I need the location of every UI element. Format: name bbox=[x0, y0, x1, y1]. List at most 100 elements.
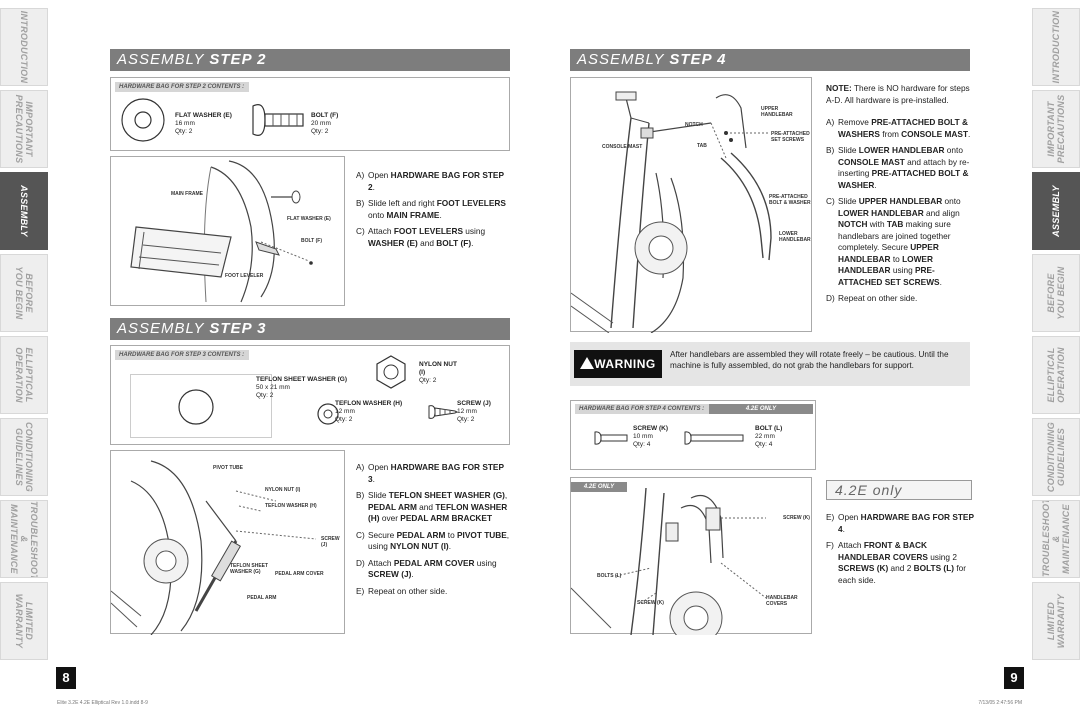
part-bolt-l: BOLT (L) 22 mm Qty: 4 bbox=[755, 425, 782, 449]
label-screw-k-2: SCREW (K) bbox=[637, 600, 664, 606]
instruction-text: . bbox=[939, 276, 942, 287]
instruction-text: Attach bbox=[368, 557, 394, 568]
instruction-text: and 2 bbox=[888, 563, 914, 573]
instruction-bold: PEDAL ARM COVER bbox=[393, 557, 475, 568]
tab-limited-warranty[interactable]: LIMITED WARRANTY bbox=[0, 582, 48, 660]
step3-hardware-panel: HARDWARE BAG FOR STEP 3 CONTENTS : TEFLO… bbox=[110, 345, 510, 445]
tab-label: ASSEMBLY bbox=[19, 185, 29, 237]
model-heading: 4.2E only bbox=[826, 480, 972, 500]
label-teflon-sheet: TEFLON SHEET WASHER (G) bbox=[230, 563, 269, 575]
step4-header: ASSEMBLY STEP 4 bbox=[570, 49, 970, 71]
label-pedal-arm-cover: PEDAL ARM COVER bbox=[275, 571, 324, 577]
tab-introduction[interactable]: INTRODUCTION bbox=[1032, 8, 1080, 86]
instruction-text: Repeat on other side. bbox=[368, 585, 448, 596]
step3-instruction-d: D)Attach PEDAL ARM COVER using SCREW (J)… bbox=[356, 558, 510, 581]
label-bolt: BOLT (F) bbox=[301, 238, 323, 244]
instruction-letter: A) bbox=[356, 170, 365, 180]
part-name: SCREW (K) bbox=[633, 425, 669, 432]
tab-elliptical-operation[interactable]: ELLIPTICAL OPERATION bbox=[1032, 336, 1080, 414]
tab-assembly[interactable]: ASSEMBLY bbox=[1032, 172, 1080, 250]
instruction-text: . bbox=[471, 237, 474, 248]
step2-header: ASSEMBLY STEP 2 bbox=[110, 49, 510, 71]
instruction-text: for each side. bbox=[838, 563, 967, 585]
tab-assembly[interactable]: ASSEMBLY bbox=[0, 172, 48, 250]
step3-header-prefix: ASSEMBLY bbox=[117, 320, 210, 337]
teflon-sheet-washer-icon bbox=[178, 389, 214, 425]
label-notch: NOTCH bbox=[685, 122, 703, 128]
step4-instruction-a: A)Remove PRE-ATTACHED BOLT & WASHERS fro… bbox=[826, 117, 974, 140]
instruction-text: from bbox=[879, 128, 902, 139]
instruction-text: using bbox=[474, 557, 497, 568]
instruction-letter: C) bbox=[826, 196, 835, 206]
step4-instruction-b: B)Slide LOWER HANDLEBAR onto CONSOLE MAS… bbox=[826, 145, 974, 191]
instruction-text: Attach bbox=[838, 540, 864, 550]
instruction-text: . bbox=[411, 569, 414, 579]
part-size: 16 mm bbox=[175, 120, 195, 127]
instruction-text: Repeat on other side. bbox=[838, 293, 918, 303]
part-size: 12 mm bbox=[457, 408, 477, 415]
step4-hardware-panel: HARDWARE BAG FOR STEP 4 CONTENTS : 4.2E … bbox=[570, 400, 816, 470]
step2-hardware-title: HARDWARE BAG FOR STEP 2 CONTENTS : bbox=[115, 82, 249, 92]
part-screw-j: SCREW (J) 12 mm Qty: 2 bbox=[457, 400, 491, 424]
warning-sign-text: WARNING bbox=[594, 357, 656, 371]
instruction-text: . bbox=[874, 179, 877, 190]
part-qty: Qty: 2 bbox=[256, 392, 274, 399]
tab-elliptical-operation[interactable]: ELLIPTICAL OPERATION bbox=[0, 336, 48, 414]
step4-model-diagram-panel: 4.2E ONLY SCREW (K) BOLTS (L) SCREW (K) … bbox=[570, 477, 812, 635]
tab-limited-warranty[interactable]: LIMITED WARRANTY bbox=[1032, 582, 1080, 660]
part-size: 50 x 21 mm bbox=[256, 384, 290, 391]
step4-instruction-f: F)Attach FRONT & BACK HANDLEBAR COVERS u… bbox=[826, 540, 974, 586]
instruction-bold: WASHER (E) bbox=[368, 237, 418, 248]
screw-icon bbox=[428, 405, 459, 419]
instruction-bold: MAIN FRAME bbox=[386, 209, 440, 220]
tab-conditioning-guidelines[interactable]: CONDITIONING GUIDELINES bbox=[0, 418, 48, 496]
instruction-bold: PEDAL ARM bbox=[368, 501, 417, 512]
instruction-bold: PEDAL ARM bbox=[396, 529, 446, 540]
step3-diagram-panel: PIVOT TUBE NYLON NUT (I) TEFLON WASHER (… bbox=[110, 450, 345, 635]
tab-before-you-begin[interactable]: BEFORE YOU BEGIN bbox=[0, 254, 48, 332]
step4-instructions: A)Remove PRE-ATTACHED BOLT & WASHERS fro… bbox=[826, 117, 974, 310]
left-section-tabs: INTRODUCTION IMPORTANT PRECAUTIONS ASSEM… bbox=[0, 8, 48, 664]
tab-label: LIMITED WARRANTY bbox=[1046, 593, 1066, 649]
step4-hardware-tag: 4.2E ONLY bbox=[709, 404, 813, 414]
tab-before-you-begin[interactable]: BEFORE YOU BEGIN bbox=[1032, 254, 1080, 332]
tab-important-precautions[interactable]: IMPORTANT PRECAUTIONS bbox=[1032, 90, 1080, 168]
label-lower-handlebar: LOWER HANDLEBAR bbox=[779, 231, 811, 243]
instruction-text: onto bbox=[942, 196, 961, 206]
label-teflon-washer: TEFLON WASHER (H) bbox=[265, 503, 317, 509]
part-name: BOLT (L) bbox=[755, 425, 783, 432]
part-name: TEFLON SHEET WASHER (G) bbox=[256, 376, 347, 383]
instruction-text: Open bbox=[368, 170, 391, 180]
footer-timestamp: 7/13/05 2:47:56 PM bbox=[978, 700, 1022, 706]
part-teflon-washer: TEFLON WASHER (H) 12 mm Qty: 2 bbox=[335, 400, 402, 424]
instruction-text: and bbox=[416, 501, 436, 512]
instruction-bold: LOWER HANDLEBAR bbox=[838, 253, 933, 276]
instruction-bold: PRE-ATTACHED BOLT & WASHERS bbox=[838, 117, 968, 139]
part-flat-washer: FLAT WASHER (E) 16 mm Qty: 2 bbox=[175, 112, 232, 136]
part-qty: Qty: 2 bbox=[419, 377, 437, 384]
note-text: There is NO hardware for steps A-D. All … bbox=[826, 83, 970, 105]
tab-introduction[interactable]: INTRODUCTION bbox=[0, 8, 48, 86]
instruction-text: to bbox=[890, 253, 903, 264]
tab-troubleshooting[interactable]: TROUBLESHOOTING & MAINTENANCE bbox=[0, 500, 48, 578]
warning-sign: WARNING bbox=[574, 350, 662, 378]
instruction-text: using bbox=[462, 226, 486, 236]
step4-header-bold: STEP 4 bbox=[669, 51, 727, 68]
instruction-bold: TEFLON WASHER (H) bbox=[368, 501, 508, 524]
instruction-text: onto bbox=[368, 209, 387, 220]
instruction-text: and align bbox=[923, 207, 960, 218]
instruction-bold: LOWER HANDLEBAR bbox=[858, 145, 945, 155]
instruction-bold: FRONT & BACK HANDLEBAR COVERS bbox=[838, 540, 928, 562]
part-qty: Qty: 4 bbox=[755, 441, 773, 448]
tab-troubleshooting[interactable]: TROUBLESHOOTING & MAINTENANCE bbox=[1032, 500, 1080, 578]
instruction-letter: B) bbox=[356, 490, 365, 500]
step4-hardware-title: HARDWARE BAG FOR STEP 4 CONTENTS : bbox=[575, 404, 709, 414]
instruction-bold: HARDWARE BAG FOR STEP 3 bbox=[368, 462, 504, 484]
tab-important-precautions[interactable]: IMPORTANT PRECAUTIONS bbox=[0, 90, 48, 168]
tab-label: IMPORTANT PRECAUTIONS bbox=[14, 94, 34, 164]
tab-conditioning-guidelines[interactable]: CONDITIONING GUIDELINES bbox=[1032, 418, 1080, 496]
instruction-bold: TEFLON SHEET WASHER (G) bbox=[388, 490, 505, 500]
label-pre-attached-bolt: PRE-ATTACHED BOLT & WASHER bbox=[769, 194, 811, 206]
tab-label: INTRODUCTION bbox=[19, 10, 29, 84]
instruction-bold: SCREW (J) bbox=[368, 569, 412, 579]
